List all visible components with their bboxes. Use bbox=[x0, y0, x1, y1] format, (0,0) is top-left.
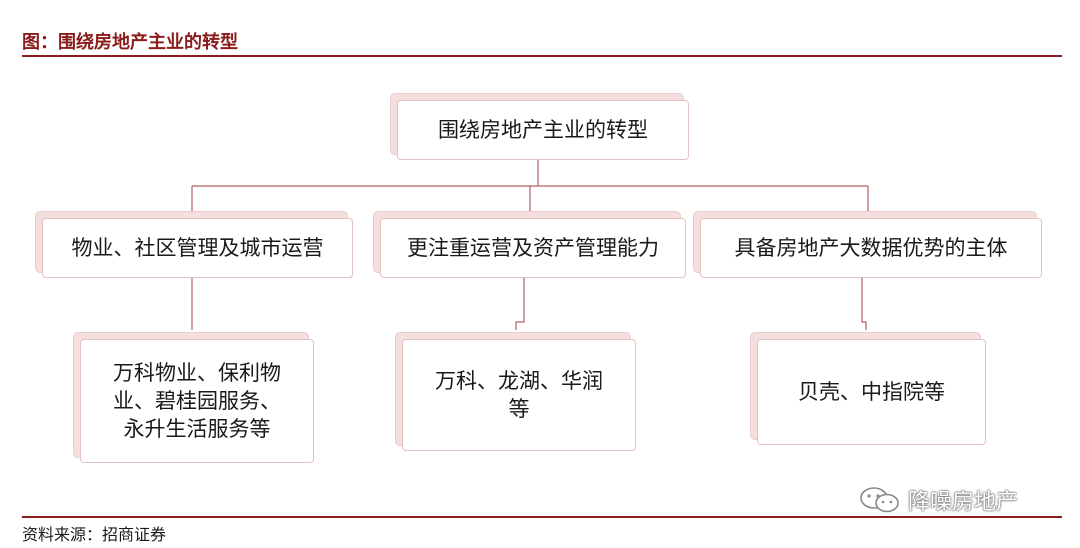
branch-node-label: 更注重运营及资产管理能力 bbox=[407, 236, 659, 260]
leaf-node-text: 万科、龙湖、华润 等 bbox=[435, 369, 603, 421]
leaf-node-asset-examples: 万科、龙湖、华润 等 bbox=[402, 339, 636, 451]
leaf-node-text: 万科物业、保利物 业、碧桂园服务、 永升生活服务等 bbox=[113, 361, 281, 441]
leaf-node-property-examples: 万科物业、保利物 业、碧桂园服务、 永升生活服务等 bbox=[80, 339, 314, 463]
branch-node-label: 物业、社区管理及城市运营 bbox=[71, 236, 324, 260]
leaf-node-text: 贝壳、中指院等 bbox=[798, 380, 945, 404]
top-rule bbox=[22, 55, 1062, 57]
leaf-node-data-examples: 贝壳、中指院等 bbox=[757, 339, 986, 445]
figure-title: 图：围绕房地产主业的转型 bbox=[22, 32, 238, 53]
branch-node-label: 具备房地产大数据优势的主体 bbox=[734, 236, 1008, 260]
watermark-text: 降噪房地产 bbox=[908, 490, 1019, 515]
branch-node-asset-management: 更注重运营及资产管理能力 bbox=[380, 218, 686, 278]
root-node-label: 围绕房地产主业的转型 bbox=[438, 118, 648, 142]
bottom-rule bbox=[22, 516, 1062, 518]
watermark: 降噪房地产 bbox=[858, 484, 1018, 516]
branch-node-property-services: 物业、社区管理及城市运营 bbox=[42, 218, 353, 278]
leaf-link-3 bbox=[861, 276, 867, 330]
wechat-icon bbox=[860, 487, 899, 513]
branch-node-big-data: 具备房地产大数据优势的主体 bbox=[700, 218, 1042, 278]
source-note: 资料来源：招商证券 bbox=[22, 525, 167, 544]
root-node: 围绕房地产主业的转型 bbox=[397, 100, 689, 160]
leaf-link-2 bbox=[515, 276, 525, 330]
